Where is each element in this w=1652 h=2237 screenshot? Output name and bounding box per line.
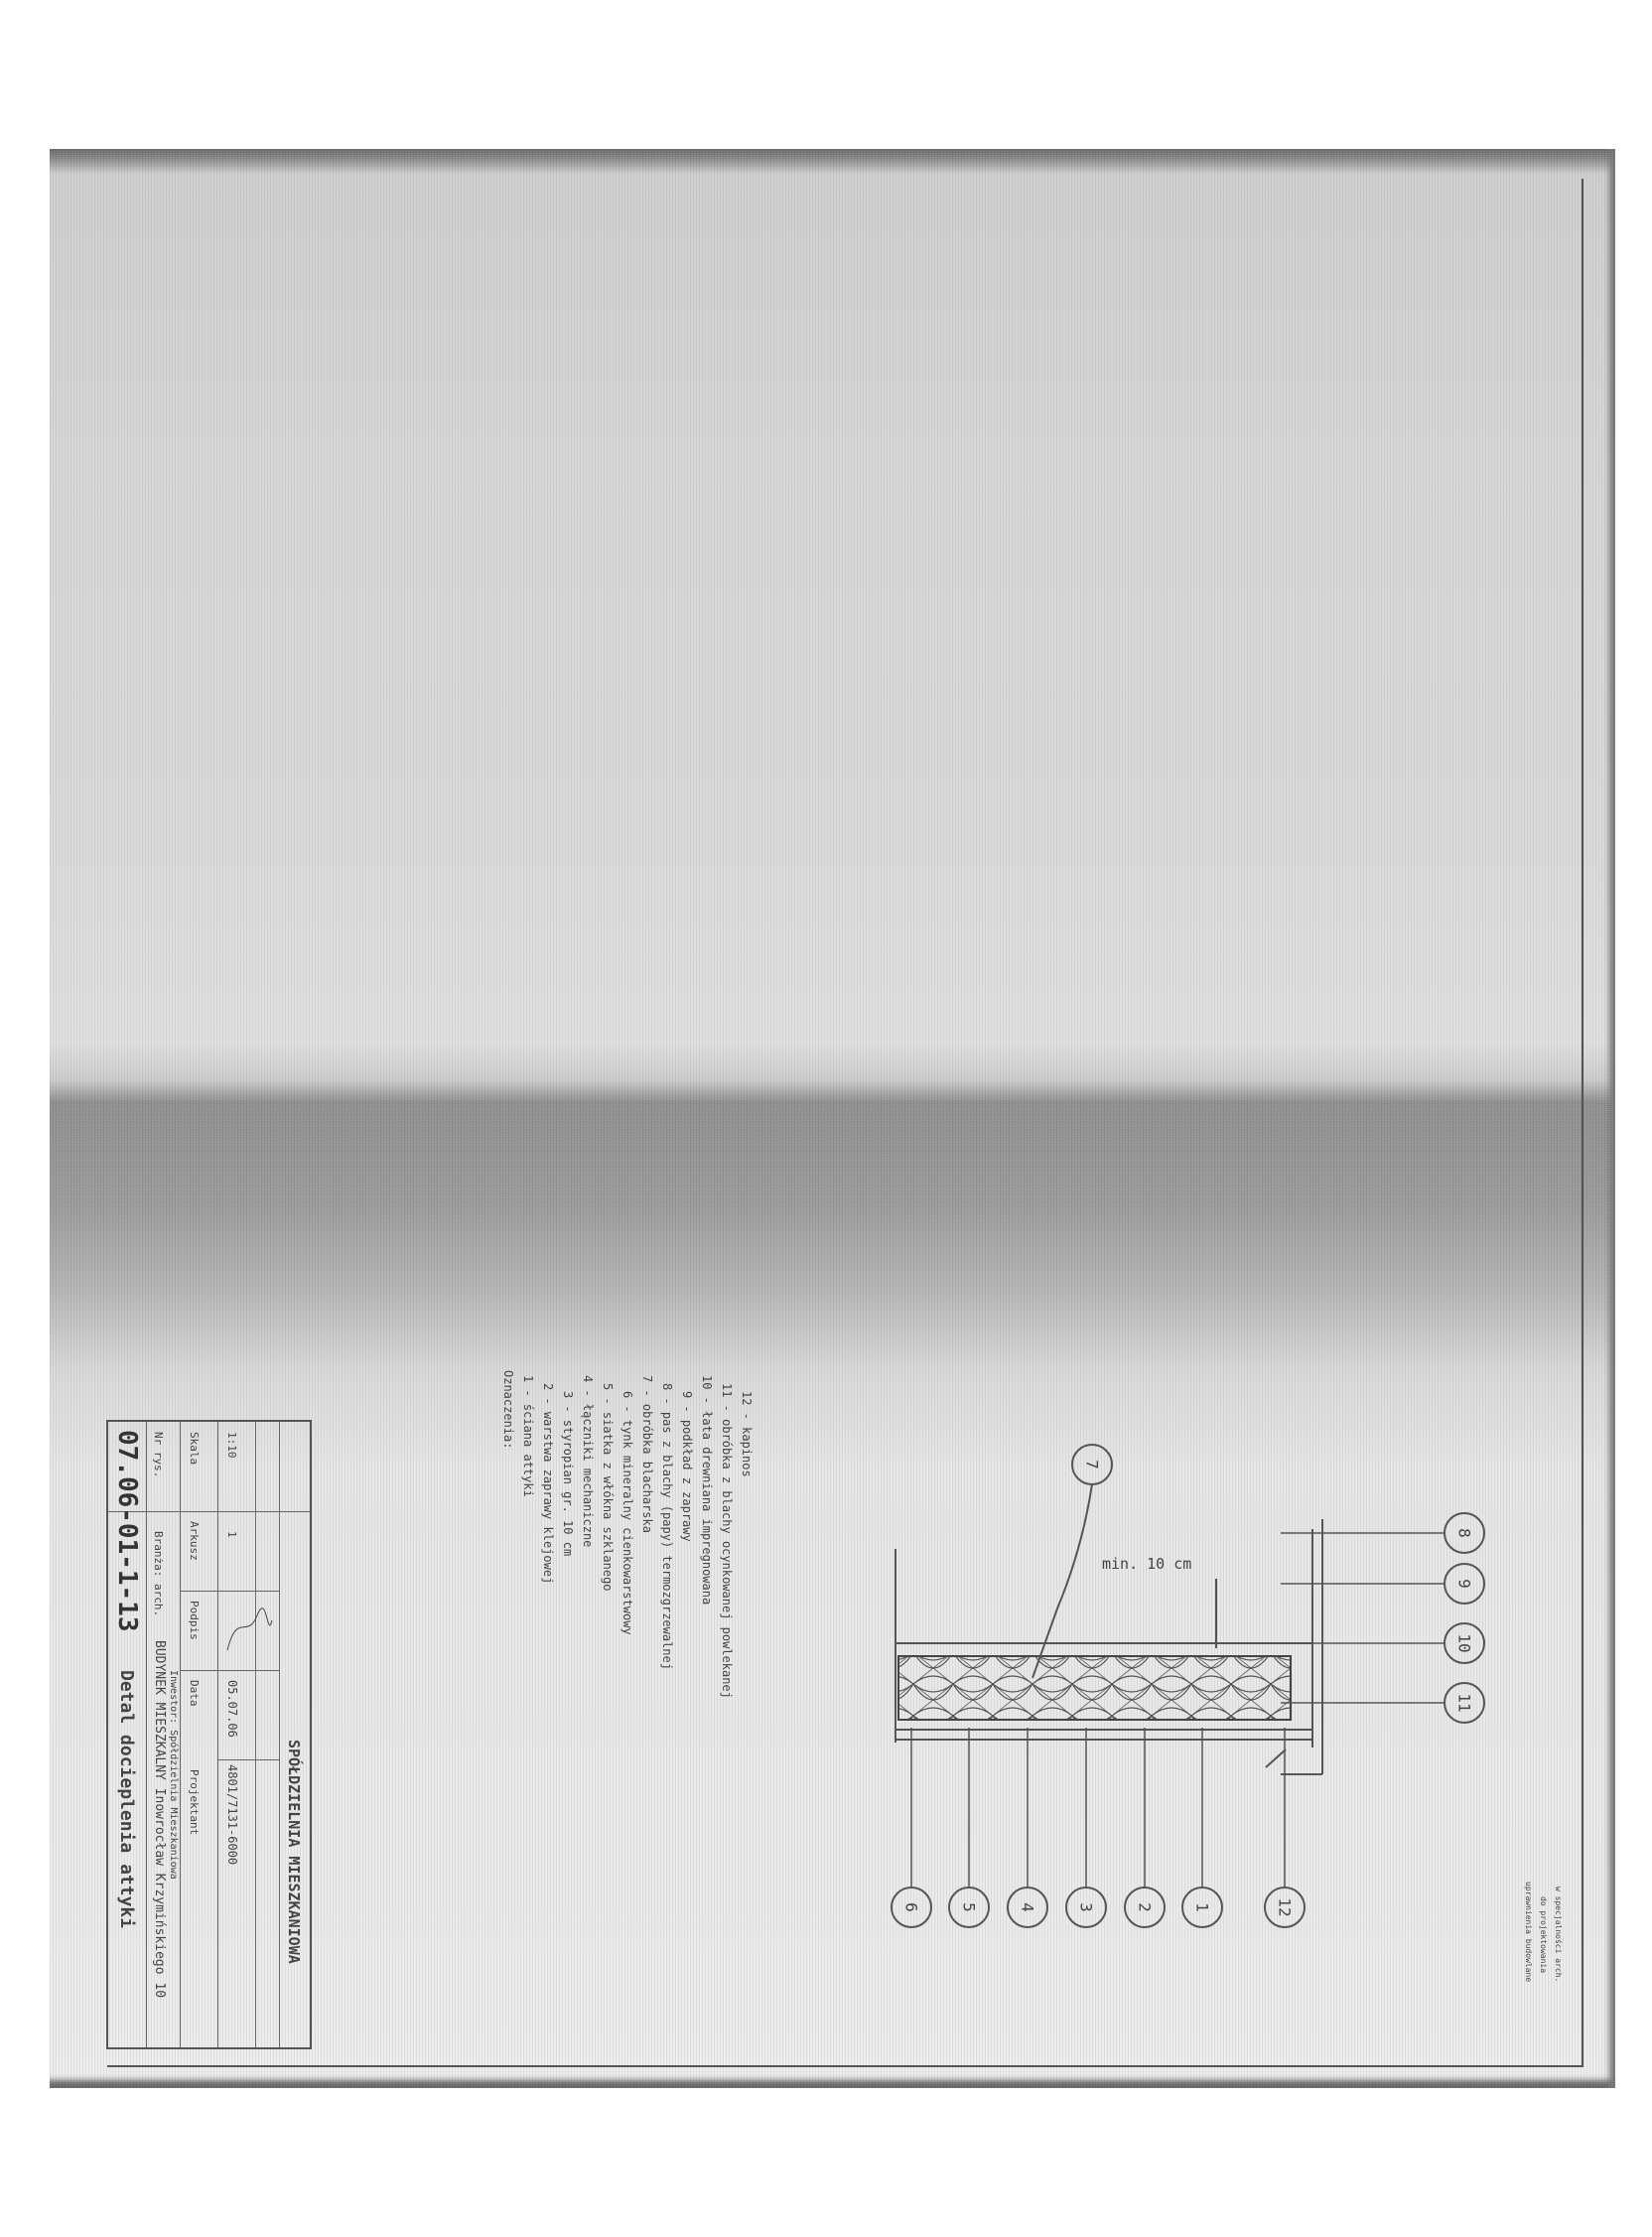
legend-item: 11 - obróbka z blachy ocynkowanej powlek… — [720, 1383, 734, 1699]
insulation-layer — [897, 1655, 1292, 1721]
designer-label: Projektant — [188, 1769, 201, 1836]
marker-circle — [1065, 1887, 1107, 1928]
legend-item: 10 - łata drewniana impregnowana — [700, 1375, 714, 1606]
callout-marker: 10 — [1281, 1622, 1485, 1664]
marker-circle — [1264, 1887, 1306, 1928]
marker-circle — [1181, 1887, 1223, 1928]
legend-item: 12 - kapinos — [740, 1391, 754, 1477]
callout-marker: 8 — [1281, 1512, 1485, 1554]
legend-item: 1 - ściana attyki — [521, 1375, 535, 1497]
layer-lines — [895, 1483, 1323, 1775]
legend-item: 5 - siatka z włókna szklanego — [601, 1383, 615, 1592]
marker-number: 12 — [1276, 1897, 1295, 1916]
callout-marker: 6 — [891, 1728, 932, 1928]
legend-item: 9 - podkład z zaprawy — [680, 1391, 694, 1542]
callout-marker: 11 — [1281, 1682, 1485, 1724]
marker-circle — [948, 1887, 990, 1928]
marker-circle — [1071, 1444, 1113, 1485]
marker-circle — [1444, 1563, 1485, 1605]
scale-label: Skala — [188, 1432, 201, 1466]
marker-circle — [891, 1887, 932, 1928]
marker-circle — [1444, 1622, 1485, 1664]
callout-marker: 3 — [1065, 1728, 1107, 1928]
stamp-line: w specjalności arch. — [1554, 1887, 1563, 1983]
legend-heading: Oznaczenia: — [501, 1370, 515, 1450]
divider — [217, 1759, 280, 1760]
legend-item: 8 - pas z blachy (papy) termozgrzewalnej — [660, 1383, 674, 1670]
divider — [180, 1670, 280, 1671]
drawing-number: 07.06-01-1-13 — [112, 1430, 142, 1632]
address-note: Inwestor: Spółdzielnia Mieszkaniowa — [168, 1670, 179, 1880]
callout-marker: 4 — [1007, 1728, 1048, 1928]
marker-group: 6 5 4 3 2 1 12 8 9 10 11 7 — [891, 1444, 1485, 1928]
license-number: 4801/7131-6000 — [225, 1764, 239, 1866]
marker-number: 8 — [1455, 1528, 1474, 1538]
sheet-value: 1 — [225, 1531, 238, 1538]
callout-marker: 5 — [948, 1728, 990, 1928]
divider — [180, 1422, 181, 2047]
callout-marker: 9 — [1281, 1563, 1485, 1605]
divider — [146, 1422, 147, 2047]
object-name: BUDYNEK MIESZKALNY Inowrocław Krzymiński… — [152, 1640, 167, 1999]
investor-name: SPÓŁDZIELNIA MIESZKANIOWA — [285, 1740, 303, 1964]
divider — [108, 1511, 310, 1512]
legend-item: 6 - tynk mineralny cienkowarstwowy — [620, 1391, 634, 1635]
marker-circle — [1007, 1887, 1048, 1928]
marker-number: 4 — [1019, 1902, 1037, 1912]
marker-number: 11 — [1455, 1693, 1474, 1712]
marker-number: 7 — [1083, 1460, 1102, 1469]
callout-marker: 2 — [1124, 1728, 1166, 1928]
callout-marker: 12 — [1264, 1728, 1306, 1928]
stamp-line: uprawnienia budowlane — [1524, 1882, 1533, 1983]
drawing-title: Detal docieplenia attyki — [116, 1670, 137, 1929]
stamp-line: do projektowania — [1539, 1896, 1548, 1974]
divider — [217, 1422, 218, 2047]
marker-number: 9 — [1455, 1579, 1474, 1589]
callout-marker: 1 — [1181, 1728, 1223, 1928]
scanned-drawing-sheet: 07.06-01-1-13 Detal docieplenia attyki N… — [50, 149, 1615, 2088]
marker-number: 6 — [902, 1902, 921, 1912]
signature-label: Podpis — [188, 1601, 201, 1640]
marker-number: 2 — [1136, 1902, 1155, 1912]
marker-circle — [1444, 1512, 1485, 1554]
marker-circle — [1444, 1682, 1485, 1724]
marker-number: 10 — [1455, 1633, 1474, 1652]
divider — [279, 1422, 280, 2047]
title-block: 07.06-01-1-13 Detal docieplenia attyki N… — [106, 1420, 312, 2049]
drawing-frame — [107, 179, 1583, 2067]
legend-item: 3 - styropian gr. 10 cm — [561, 1391, 575, 1557]
marker-number: 5 — [960, 1902, 979, 1912]
scale-value: 1:10 — [225, 1432, 238, 1459]
date-label: Data — [188, 1680, 201, 1707]
sheet-label: Arkusz — [188, 1521, 201, 1561]
callout-marker: 7 — [1071, 1444, 1113, 1485]
marker-number: 3 — [1077, 1902, 1096, 1912]
legend-item: 4 - łączniki mechaniczne — [581, 1375, 595, 1548]
date-value: 05.07.06 — [225, 1680, 239, 1738]
branch: Branża: arch. — [152, 1531, 165, 1617]
divider — [180, 1591, 280, 1592]
marker-circle — [1124, 1887, 1166, 1928]
dimension-label: min. 10 cm — [1102, 1555, 1191, 1573]
nr-label: Nr rys. — [152, 1432, 165, 1478]
marker-number: 1 — [1193, 1902, 1212, 1912]
legend-item: 2 - warstwa zaprawy klejowej — [541, 1383, 555, 1585]
legend-item: 7 - obróbka blacharska — [640, 1375, 654, 1533]
divider — [255, 1422, 256, 2047]
signature-mark — [226, 1608, 273, 1651]
